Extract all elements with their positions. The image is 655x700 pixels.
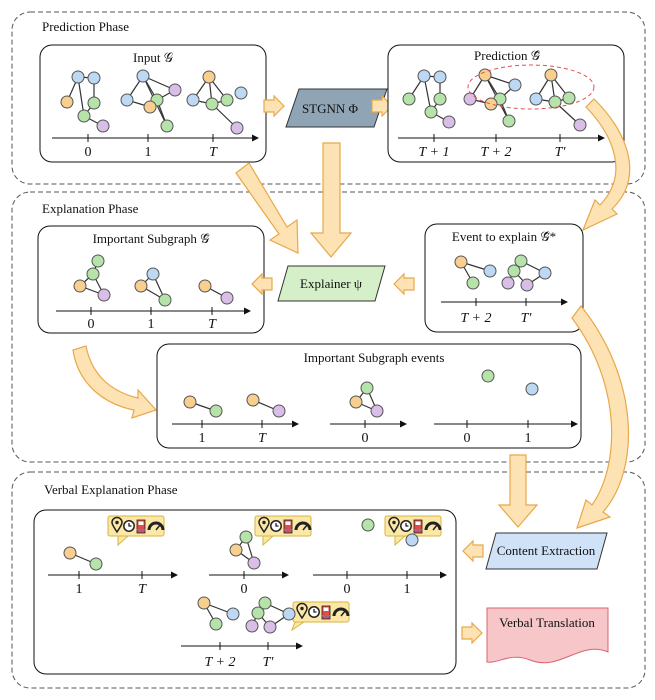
- arrow-event-to-explainer: [393, 273, 415, 295]
- important-subgraph-events-box: [156, 343, 582, 449]
- prediction-phase-title: Prediction Phase: [42, 19, 129, 34]
- tick-label: 1: [199, 431, 206, 446]
- prediction-phase-container: [11, 11, 646, 185]
- tick-label: T: [209, 145, 218, 160]
- tick-label: T + 1: [419, 145, 450, 160]
- important-subgraph-axis: 0 1 T: [56, 307, 251, 332]
- context-icons: [106, 514, 166, 538]
- arrow-verbal-to-translation: [461, 622, 483, 644]
- tick-label: T: [138, 582, 147, 597]
- arrow-input-to-stgnn: [263, 95, 285, 117]
- tick-label: 1: [148, 317, 155, 332]
- explainer-box: [277, 265, 386, 302]
- arrow-subgraph-to-events: [72, 345, 158, 419]
- tick-label: T + 2: [481, 145, 512, 160]
- tick-label: 0: [362, 431, 369, 446]
- content-extraction-label: Content Extraction: [497, 543, 596, 558]
- verbal-axis-1: 1 T: [48, 571, 178, 597]
- prediction-time-axis: T + 1 T + 2 T′: [398, 134, 605, 160]
- arrow-events-to-content: [497, 454, 539, 528]
- important-subgraph-events-title: Important Subgraph events: [304, 350, 445, 365]
- verbal-axis-4: T + 2 T′: [181, 642, 303, 670]
- context-icons: [253, 514, 313, 538]
- tick-label: 0: [85, 145, 92, 160]
- tick-label: T: [208, 317, 217, 332]
- stgnn-model-box: [285, 88, 388, 128]
- verbal-axis-3: 0 1: [313, 571, 447, 597]
- tick-label: 1: [404, 582, 411, 597]
- verbal-phase-container: [11, 471, 646, 689]
- context-icons: [383, 514, 443, 538]
- verbal-phase-title: Verbal Explanation Phase: [44, 482, 178, 497]
- tick-label: T + 2: [205, 655, 236, 670]
- tick-label: T′: [555, 145, 567, 160]
- events-axes: 1 T 0 0 1: [172, 420, 578, 446]
- prediction-graph-box: [387, 44, 625, 163]
- tick-label: T′: [263, 655, 275, 670]
- verbal-axis-2: 0: [209, 571, 289, 597]
- tick-label: T′: [521, 311, 533, 326]
- event-axis: T + 2 T′: [441, 298, 568, 326]
- input-time-axis: 0 1 T: [52, 134, 259, 160]
- explanation-phase-title: Explanation Phase: [42, 201, 139, 216]
- context-icons: [291, 600, 351, 624]
- input-graph-title: Input 𝒢: [133, 50, 173, 65]
- tick-label: T: [258, 431, 267, 446]
- tick-label: 0: [88, 317, 95, 332]
- explainer-label: Explainer ψ: [300, 276, 362, 291]
- verbal-translation-box: [486, 607, 609, 664]
- arrow-content-to-verbal: [462, 540, 484, 562]
- arrow-stgnn-to-explainer: [309, 142, 353, 258]
- event-to-explain-title: Event to explain 𝒢̂*: [452, 229, 556, 244]
- important-subgraph-title: Important Subgraph 𝒢̃: [93, 231, 210, 246]
- prediction-graph-title: Prediction 𝒢̂: [474, 48, 540, 63]
- tick-label: 1: [76, 582, 83, 597]
- tick-label: 0: [344, 582, 351, 597]
- tick-label: 0: [241, 582, 248, 597]
- tick-label: 0: [464, 431, 471, 446]
- arrow-event-to-content: [571, 305, 630, 529]
- event-highlight-ellipse: [467, 64, 595, 110]
- arrow-input-to-explainer: [235, 162, 299, 254]
- tick-label: T + 2: [461, 311, 492, 326]
- content-extraction-box: [485, 532, 608, 570]
- stgnn-label: STGNN Φ: [302, 101, 359, 116]
- tick-label: 1: [145, 145, 152, 160]
- verbal-translation-label: Verbal Translation: [499, 615, 595, 630]
- verbal-explanation-box: [33, 509, 457, 675]
- arrow-prediction-to-event: [581, 98, 631, 232]
- tick-label: 1: [525, 431, 532, 446]
